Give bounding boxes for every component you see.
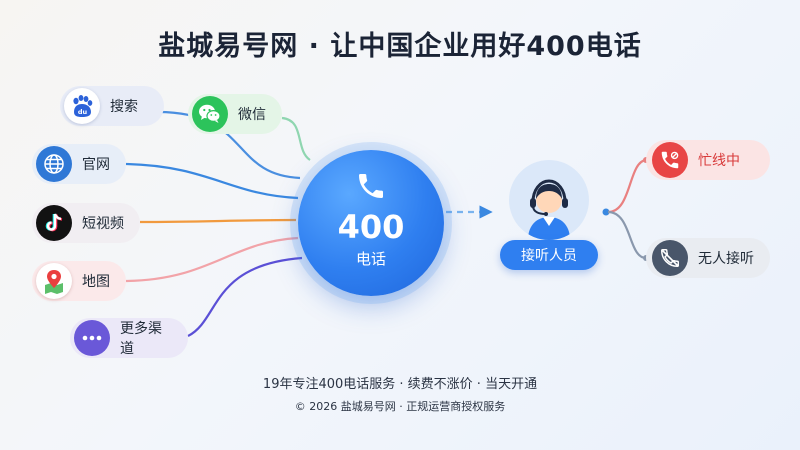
- channel-wechat: 微信: [188, 94, 282, 134]
- phone-missed-icon: [652, 240, 688, 276]
- channel-label: 更多渠道: [120, 321, 162, 357]
- more-dots-icon: [74, 320, 110, 356]
- search-connector: [157, 110, 301, 180]
- hub-label: 电话: [355, 250, 386, 268]
- channel-label: 搜索: [110, 99, 138, 115]
- tiktok-icon: [36, 205, 72, 241]
- noanswer-connector: [607, 210, 647, 260]
- agent-node: 接听人员: [496, 160, 602, 270]
- channel-label: 短视频: [82, 216, 124, 232]
- outcome-no-answer: 无人接听: [646, 238, 770, 278]
- headset-agent-icon: [509, 160, 589, 240]
- map-pin-icon: [36, 263, 72, 299]
- agent-junction: [602, 208, 610, 216]
- footer-copyright: © 2026 盐城易号网 · 正规运营商授权服务: [294, 400, 506, 413]
- channel-label: 微信: [238, 107, 266, 123]
- outcome-label: 无人接听: [698, 251, 754, 267]
- channel-label: 地图: [82, 274, 110, 290]
- outcome-busy: 忙线中: [646, 140, 770, 180]
- more-connector: [187, 256, 303, 337]
- agent-label: 接听人员: [500, 240, 598, 270]
- baidu-du-text: du: [78, 108, 88, 116]
- wechat-icon: [192, 96, 228, 132]
- globe-icon: [36, 146, 72, 182]
- busy-connector: [607, 158, 647, 214]
- channel-map: 地图: [32, 261, 126, 301]
- site-connector: [125, 162, 299, 200]
- map-connector: [125, 236, 299, 283]
- baidu-paw-icon: du: [64, 88, 100, 124]
- phone-busy-icon: [652, 142, 688, 178]
- hub-number: 400: [337, 208, 405, 246]
- outcome-label: 忙线中: [698, 153, 740, 169]
- channel-site: 官网: [32, 144, 126, 184]
- short-connector: [139, 218, 297, 224]
- footer-tagline: 19年专注400电话服务 · 续费不涨价 · 当天开通: [262, 377, 538, 392]
- channel-search: du 搜索: [60, 86, 164, 126]
- wechat-connector: [281, 116, 311, 161]
- channel-label: 官网: [82, 157, 110, 173]
- hub-400-circle: 400 电话: [298, 150, 444, 296]
- phone-icon: [355, 170, 387, 206]
- channel-more: 更多渠道: [70, 318, 188, 358]
- page-title: 盐城易号网 · 让中国企业用好400电话: [158, 31, 642, 62]
- channel-short-video: 短视频: [32, 203, 140, 243]
